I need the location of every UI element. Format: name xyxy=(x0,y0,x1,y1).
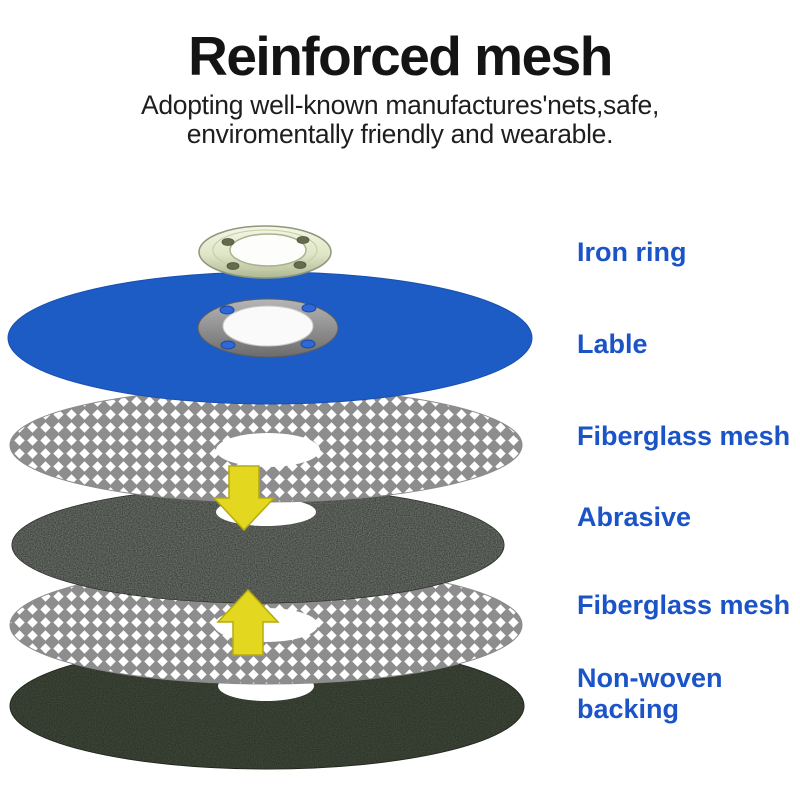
label-fiberglass-mesh-bottom: Fiberglass mesh xyxy=(577,590,791,620)
subtitle-line-2: enviromentally friendly and wearable. xyxy=(186,118,614,149)
hub-rivets xyxy=(219,303,317,350)
label-abrasive: Abrasive xyxy=(577,502,692,532)
lable-disc xyxy=(7,271,533,405)
label-lable: Lable xyxy=(577,329,648,359)
page-subtitle: Adopting well-known manufactures'nets,sa… xyxy=(0,91,800,148)
fiberglass-mesh-top-disc xyxy=(9,387,523,503)
subtitle-line-1: Adopting well-known manufactures'nets,sa… xyxy=(140,90,660,120)
iron-ring-center-hole xyxy=(229,233,307,267)
label-iron-ring: Iron ring xyxy=(577,237,687,267)
mesh-top-center-hole xyxy=(216,433,320,467)
hub-center-hole xyxy=(222,305,314,347)
iron-ring-rivets xyxy=(221,236,310,270)
down-arrow-icon xyxy=(212,465,276,532)
label-non-woven-backing: Non-woven backing xyxy=(577,663,723,725)
label-fiberglass-mesh-top: Fiberglass mesh xyxy=(577,421,791,451)
abrasive-disc xyxy=(11,486,505,604)
page-title: Reinforced mesh xyxy=(188,25,613,87)
exploded-disc-diagram xyxy=(7,225,533,770)
up-arrow-icon xyxy=(216,588,280,656)
iron-ring-disc xyxy=(198,225,332,279)
